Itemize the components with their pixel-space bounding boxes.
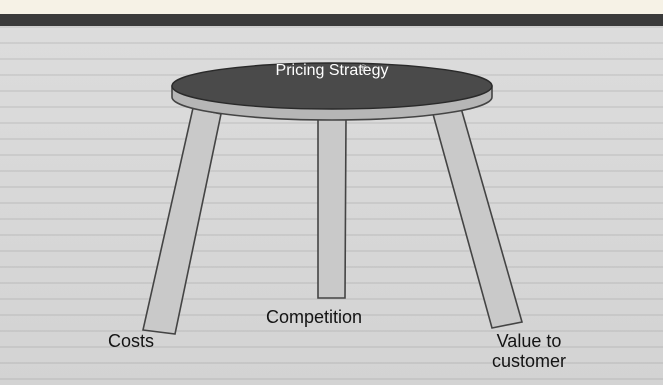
- leg-label-value-to-customer: Value to customer: [491, 331, 567, 371]
- registered-mark: ®: [360, 63, 367, 73]
- seat-top: [171, 62, 493, 110]
- leg-label-costs: Costs: [108, 331, 155, 351]
- dark-strip: [0, 14, 663, 26]
- seat-label: Pricing Strategy: [275, 62, 389, 79]
- leg-costs: [142, 107, 222, 335]
- leg-label-competition: Competition: [266, 307, 363, 327]
- leg-competition: [317, 117, 347, 299]
- leg-value-to-customer: [432, 107, 524, 329]
